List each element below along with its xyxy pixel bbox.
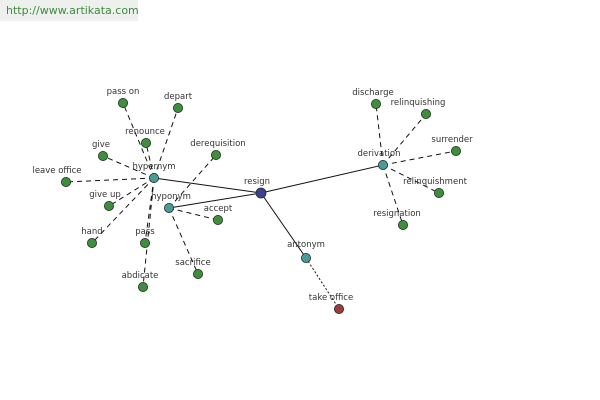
node-derequisition[interactable] [210,149,221,160]
node-hand[interactable] [87,237,98,248]
edge-derivation-relinquishment [382,164,440,194]
nodes-layer [61,98,461,314]
node-depart[interactable] [172,103,183,114]
node-give-up[interactable] [104,200,115,211]
node-label-hypernym[interactable]: hypernym [132,162,175,172]
node-hypernym[interactable] [148,172,159,183]
node-label-depart[interactable]: depart [164,92,193,102]
node-give[interactable] [98,150,109,161]
edge-resign-hyponym [168,192,262,209]
node-accept[interactable] [212,214,223,225]
edge-derivation-resignation [382,164,404,226]
node-surrender[interactable] [450,145,461,156]
node-label-discharge[interactable]: discharge [352,88,393,98]
node-relinquishing[interactable] [420,109,431,120]
node-label-resign[interactable]: resign [244,177,270,187]
node-abdicate[interactable] [137,281,148,292]
labels-layer: resign hypernym hyponym derivation antonym pa… [32,87,473,303]
node-label-relinquishment[interactable]: relinquishment [403,177,468,187]
edge-hyponym-sacrifice [168,207,199,275]
edge-hypernym-abdicate [142,177,155,288]
edge-hypernym-give [102,155,155,179]
node-hyponym[interactable] [163,202,174,213]
node-label-derivation[interactable]: derivation [357,149,400,159]
edge-hypernym-renounce [145,142,155,179]
node-label-leave-office[interactable]: leave office [32,166,81,176]
node-sacrifice[interactable] [192,268,203,279]
node-resignation[interactable] [397,219,408,230]
node-label-pass[interactable]: pass [135,227,155,237]
node-renounce[interactable] [140,137,151,148]
edge-hypernym-pass-on [122,102,155,179]
edge-derivation-relinquishing [382,113,427,166]
edges-layer [65,102,457,310]
node-label-resignation[interactable]: resignation [373,209,421,219]
node-label-surrender[interactable]: surrender [431,135,473,145]
edge-resign-antonym [260,192,307,259]
edge-hyponym-derequisition [168,154,217,209]
node-label-give-up[interactable]: give up [89,190,121,200]
edge-derivation-discharge [375,103,384,166]
node-pass[interactable] [139,237,150,248]
edge-hypernym-leave-office [65,177,155,183]
node-label-hand[interactable]: hand [81,227,102,237]
node-label-give[interactable]: give [92,140,110,150]
edge-derivation-surrender [382,150,457,166]
node-discharge[interactable] [370,99,381,110]
node-label-abdicate[interactable]: abdicate [122,271,159,281]
node-derivation[interactable] [377,159,388,170]
node-label-hyponym[interactable]: hyponym [151,192,191,202]
node-take-office[interactable] [333,303,344,314]
watermark-url[interactable]: http://www.artikata.com [0,0,139,21]
node-label-renounce[interactable]: renounce [125,127,165,137]
node-leave-office[interactable] [61,176,72,187]
node-label-pass-on[interactable]: pass on [107,87,140,97]
node-relinquishment[interactable] [433,187,444,198]
node-label-sacrifice[interactable]: sacrifice [175,258,210,268]
node-label-relinquishing[interactable]: relinquishing [391,98,446,108]
edge-resign-derivation [260,164,384,194]
node-label-antonym[interactable]: antonym [287,240,325,250]
node-label-take-office[interactable]: take office [309,293,353,303]
node-antonym[interactable] [300,252,311,263]
edge-resign-hypernym [153,177,262,194]
edge-hypernym-depart [153,107,179,179]
node-pass-on[interactable] [118,98,129,109]
node-label-accept[interactable]: accept [204,204,233,214]
node-resign[interactable] [255,187,267,199]
edge-hypernym-hand [91,177,155,244]
node-label-derequisition[interactable]: derequisition [190,139,245,149]
